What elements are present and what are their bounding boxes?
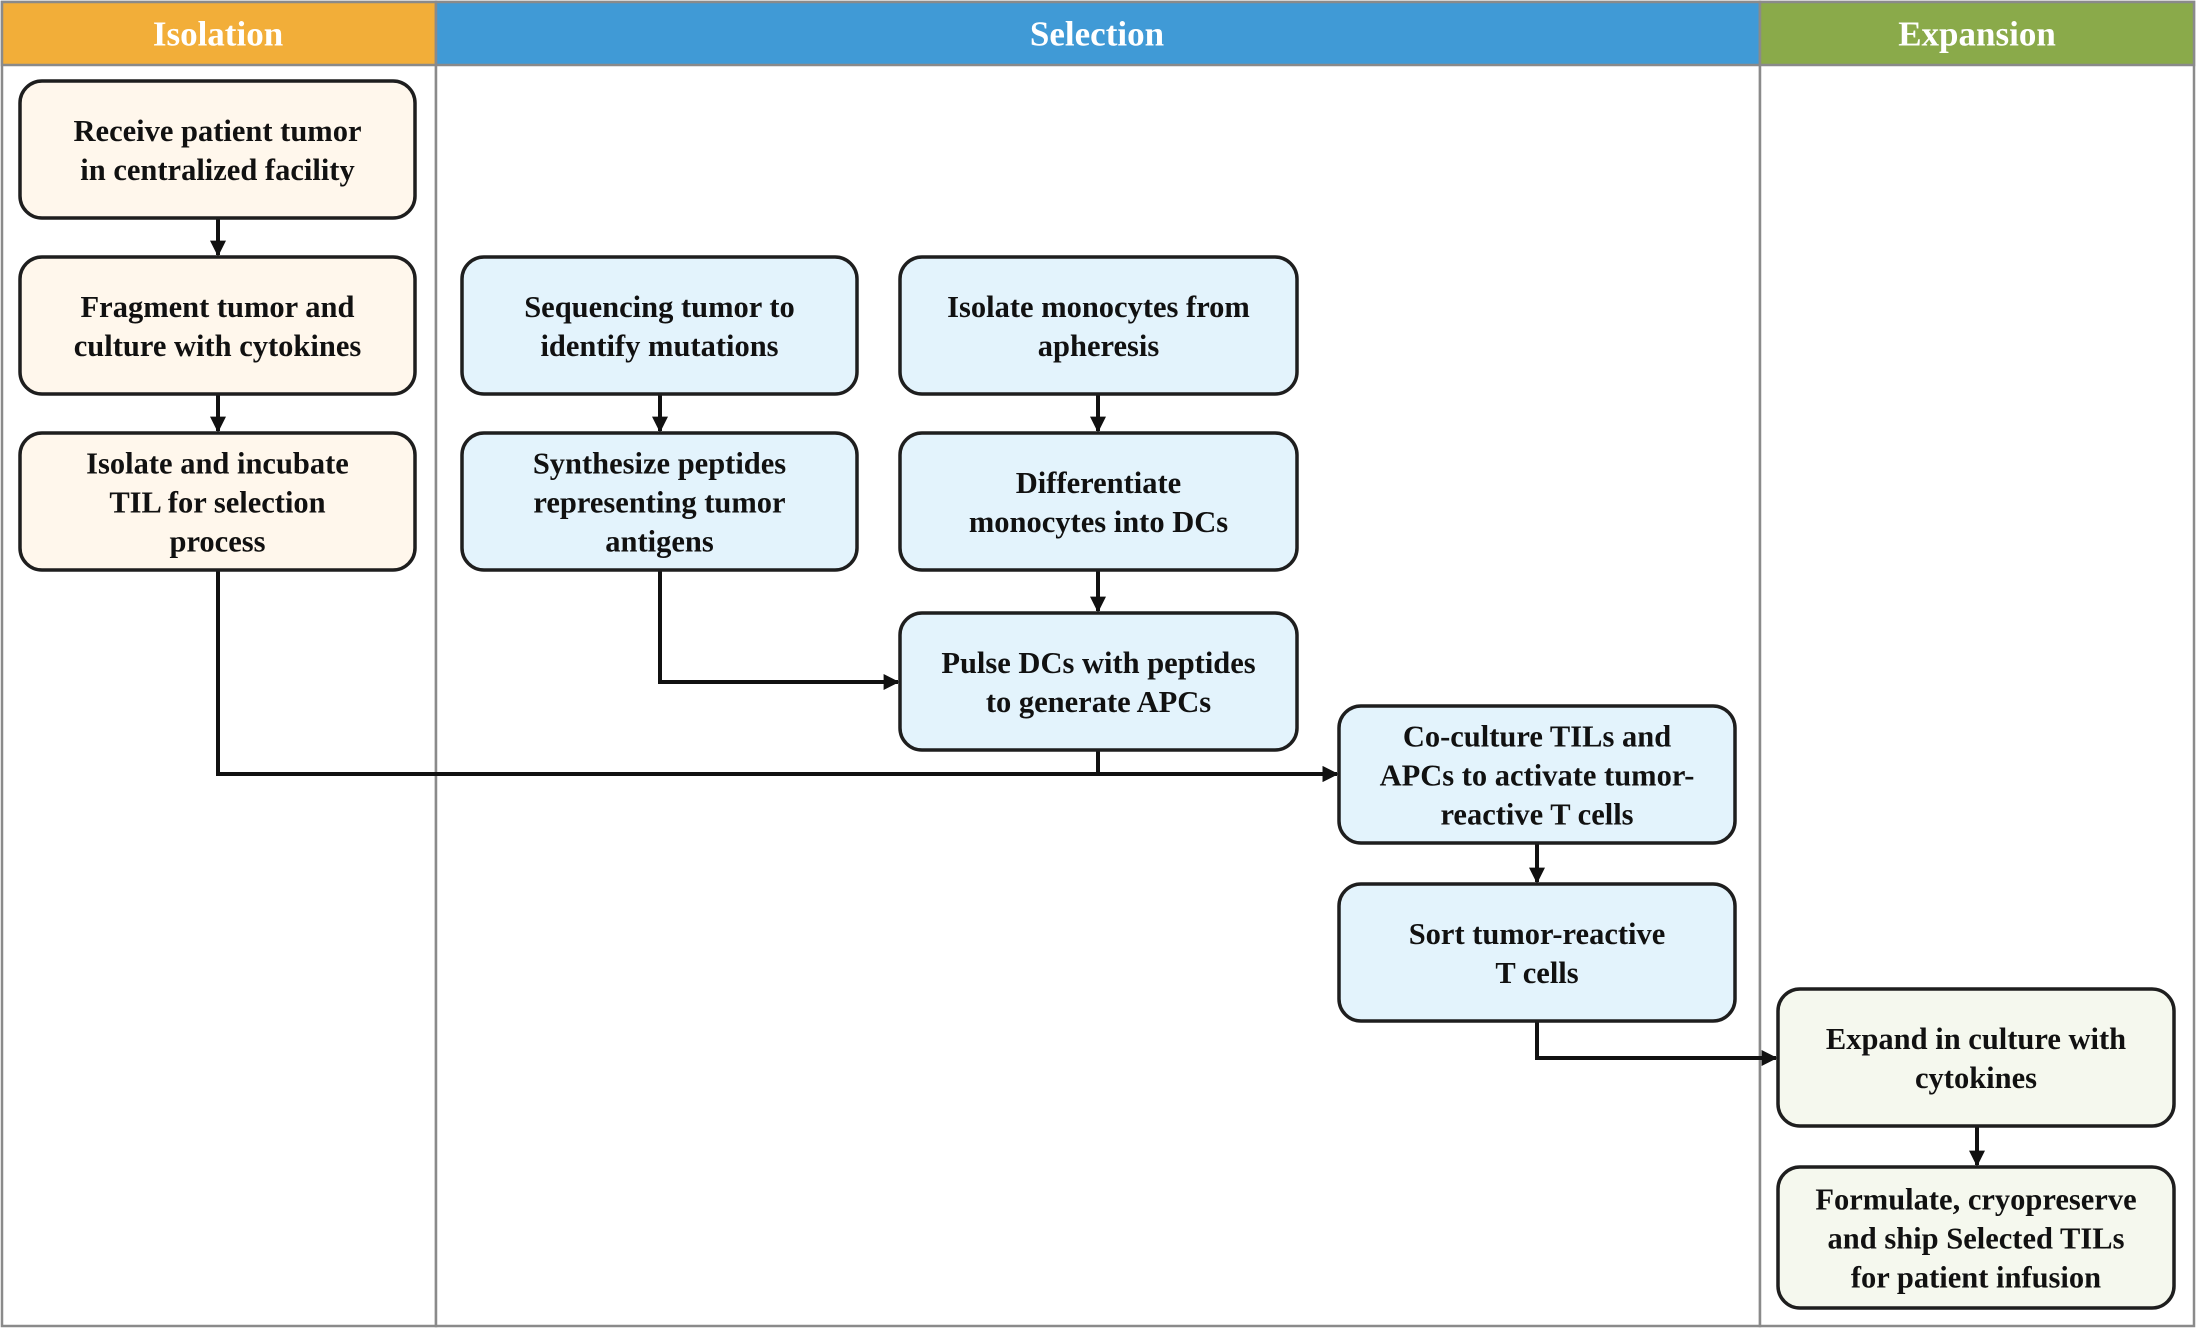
step-label-line: Receive patient tumor xyxy=(74,114,362,148)
step-fragment-tumor: Fragment tumor and culture with cytokines xyxy=(18,255,417,396)
step-label-line: monocytes into DCs xyxy=(969,505,1228,539)
step-label-line: identify mutations xyxy=(540,329,778,363)
lane-title: Expansion xyxy=(1898,15,2056,54)
step-label-line: reactive T cells xyxy=(1440,798,1633,832)
step-label-line: Sort tumor-reactive xyxy=(1409,917,1666,951)
step-isolate-monocytes: Isolate monocytes from apheresis xyxy=(898,255,1299,396)
lane-header xyxy=(0,0,438,67)
step-box xyxy=(460,431,859,572)
lane-title: Selection xyxy=(1030,15,1164,54)
step-sequencing: Sequencing tumor to identify mutations xyxy=(460,255,859,396)
step-box xyxy=(898,431,1299,572)
step-differentiate: Differentiate monocytes into DCs xyxy=(898,431,1299,572)
step-box xyxy=(1337,882,1737,1023)
step-box xyxy=(18,255,417,396)
step-label-line: T cells xyxy=(1495,956,1578,990)
step-expand: Expand in culture with cytokines xyxy=(1776,987,2176,1128)
lane-header xyxy=(434,0,1762,67)
step-box xyxy=(1776,987,2176,1128)
lane-title: Isolation xyxy=(153,15,283,54)
lane-header xyxy=(1758,0,2196,67)
step-box xyxy=(1776,1165,2176,1310)
step-label-line: antigens xyxy=(605,525,714,559)
step-label-line: Isolate monocytes from xyxy=(947,290,1250,324)
step-pulse-dcs: Pulse DCs with peptides to generate APCs xyxy=(898,611,1299,752)
step-label-line: Sequencing tumor to xyxy=(524,290,795,324)
step-box xyxy=(898,255,1299,396)
step-sort: Sort tumor-reactive T cells xyxy=(1337,882,1737,1023)
step-label-line: APCs to activate tumor- xyxy=(1380,759,1695,793)
step-label-line: Fragment tumor and xyxy=(81,290,355,324)
step-label-line: Pulse DCs with peptides xyxy=(941,646,1255,680)
step-label-line: TIL for selection xyxy=(109,486,325,520)
step-box xyxy=(898,611,1299,752)
step-receive-tumor: Receive patient tumor in centralized faci… xyxy=(18,79,417,220)
step-label-line: Synthesize peptides xyxy=(533,447,786,481)
arrow-pulse_dcs-to-coculture xyxy=(1096,750,1339,782)
step-box xyxy=(18,79,417,220)
step-label-line: representing tumor xyxy=(533,486,785,520)
step-label-line: and ship Selected TILs xyxy=(1828,1222,2125,1256)
step-label-line: Expand in culture with xyxy=(1826,1022,2126,1056)
step-label-line: process xyxy=(169,525,265,559)
step-box xyxy=(18,431,417,572)
step-label-line: culture with cytokines xyxy=(74,329,362,363)
step-formulate: Formulate, cryopreserve and ship Selected… xyxy=(1776,1165,2176,1310)
step-synthesize: Synthesize peptides representing tumor ant… xyxy=(460,431,859,572)
step-label-line: Formulate, cryopreserve xyxy=(1815,1183,2136,1217)
connectors xyxy=(210,218,1985,1167)
step-box xyxy=(1337,704,1737,845)
step-label-line: Isolate and incubate xyxy=(86,447,349,481)
arrow-synthesize-to-pulse_dcs xyxy=(658,570,900,690)
process-steps: Receive patient tumor in centralized faci… xyxy=(18,79,2176,1310)
step-label-line: Differentiate xyxy=(1016,466,1181,500)
arrow-sort-to-expand xyxy=(1535,1021,1778,1066)
step-label-line: apheresis xyxy=(1038,329,1160,363)
step-label-line: for patient infusion xyxy=(1851,1261,2101,1295)
step-label-line: to generate APCs xyxy=(986,685,1211,719)
step-box xyxy=(460,255,859,396)
step-label-line: Co-culture TILs and xyxy=(1403,720,1671,754)
step-label-line: cytokines xyxy=(1915,1061,2037,1095)
step-label-line: in centralized facility xyxy=(80,153,354,187)
arrow-isolate_til-to-coculture xyxy=(216,570,1339,782)
